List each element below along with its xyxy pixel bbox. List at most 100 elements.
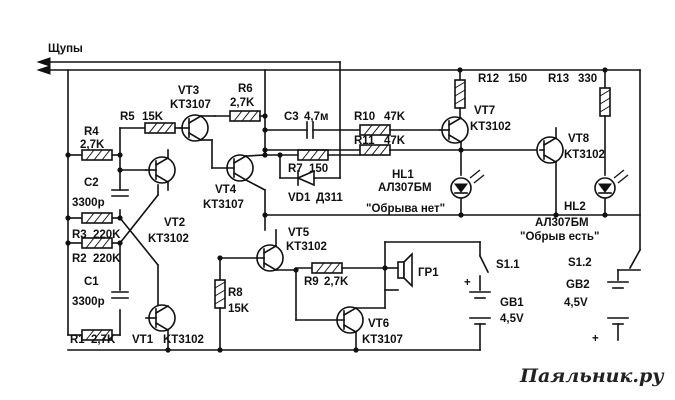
c3-ref: C3 (284, 111, 299, 123)
cross-coupling (118, 184, 160, 321)
r8-value: 15K (228, 303, 250, 315)
vt5-type: KT3102 (286, 241, 327, 253)
vd1-ref: VD1 (288, 192, 311, 204)
vt6-type: KT3107 (362, 334, 403, 346)
resistor-r10 (359, 124, 441, 136)
vt2-ref: VT2 (164, 217, 185, 229)
r9-ref: R9 (304, 276, 319, 288)
junction-dots (65, 67, 608, 353)
vt6-ref: VT6 (368, 318, 389, 330)
speaker-label: ГР1 (418, 267, 439, 279)
vt5-ref: VT5 (288, 227, 310, 239)
s11-label: S1.1 (496, 259, 520, 271)
gb2-plus-sign: + (592, 333, 599, 345)
capacitor-c1 (111, 291, 129, 299)
r3-ref: R3 (72, 229, 87, 241)
vt1-type: KT3102 (163, 334, 204, 346)
r5-value: 15K (142, 111, 164, 123)
transistor-vt8 (536, 127, 564, 216)
r7-ref: R7 (288, 163, 303, 175)
hl1-caption: "Обрыва нет" (366, 203, 445, 215)
c1-ref: C1 (84, 276, 99, 288)
vt2-type: KT3102 (148, 233, 189, 245)
r7-value: 150 (309, 163, 328, 175)
transistor-vt2 (119, 149, 176, 191)
gb1-ref: GB1 (500, 297, 524, 309)
r10-ref: R10 (354, 111, 375, 123)
r12-value: 150 (508, 73, 527, 85)
r2-ref: R2 (72, 253, 87, 265)
vt4-ref: VT4 (215, 184, 237, 196)
resistor-r6 (214, 69, 266, 156)
r13-value: 330 (578, 73, 597, 85)
led-hl2 (594, 169, 629, 216)
capacitor-c2 (111, 189, 129, 197)
switch-s12 (617, 69, 642, 281)
vt3-type: KT3107 (170, 99, 211, 111)
hl1-type: АЛ307БМ (378, 182, 432, 194)
gb1-plus-sign: + (464, 277, 471, 289)
diode-vd1 (279, 61, 341, 187)
gb1-voltage: 4,5V (500, 313, 524, 325)
resistor-r1 (81, 329, 113, 341)
r6-ref: R6 (238, 83, 253, 95)
c3-value: 4,7м (304, 111, 329, 123)
vt8-ref: VT8 (568, 133, 590, 145)
s12-label: S1.2 (568, 257, 592, 269)
vt3-ref: VT3 (178, 85, 199, 97)
r1-value: 2,7K (91, 334, 116, 346)
c2-value: 3300p (72, 197, 105, 209)
hl2-caption: "Обрыв есть" (520, 231, 599, 243)
probes-label: Щупы (48, 43, 83, 55)
speaker-gr1 (384, 241, 481, 309)
gb2-voltage: 4,5V (564, 297, 588, 309)
r4-ref: R4 (84, 126, 99, 138)
watermark: Паяльник.ру (519, 365, 665, 387)
resistor-r11 (264, 144, 541, 156)
r6-value: 2,7K (230, 97, 255, 109)
c2-ref: C2 (84, 177, 99, 189)
resistor-r4 (81, 149, 113, 161)
r13-ref: R13 (548, 73, 569, 85)
resistor-r3 (81, 212, 113, 224)
resistor-r12 (454, 69, 466, 119)
battery-gb1 (469, 291, 491, 351)
vd1-type: Д311 (316, 192, 343, 204)
transistor-vt1 (145, 304, 176, 351)
c1-value: 3300p (72, 296, 105, 308)
r2-value: 220K (93, 253, 121, 265)
transistor-vt4 (211, 154, 267, 231)
transistor-vt7 (439, 116, 469, 176)
r11-value: 47K (384, 135, 406, 147)
r11-ref: R11 (354, 135, 375, 147)
vt4-type: KT3107 (203, 199, 244, 211)
transistor-vt6 (295, 269, 386, 351)
hl2-ref: HL2 (564, 201, 586, 213)
battery-gb2 (607, 281, 629, 341)
resistor-r13 (599, 69, 611, 176)
r10-value: 47K (384, 111, 406, 123)
resistor-r2 (81, 237, 113, 249)
transistor-vt3 (179, 114, 216, 169)
hl2-type: АЛ307БМ (535, 217, 589, 229)
switch-s11 (478, 241, 490, 291)
transistor-vt5 (219, 229, 297, 272)
r8-ref: R8 (228, 287, 243, 299)
r4-value: 2,7K (80, 139, 105, 151)
hl1-ref: HL1 (392, 169, 414, 181)
r12-ref: R12 (478, 73, 499, 85)
vt1-ref: VT1 (132, 334, 154, 346)
vt7-ref: VT7 (474, 105, 495, 117)
resistor-r9 (295, 262, 386, 274)
capacitor-c3 (264, 121, 361, 139)
vt8-type: KT3102 (564, 149, 605, 161)
probe-leads (36, 57, 641, 75)
r3-value: 220K (93, 229, 121, 241)
resistor-r5 (119, 122, 181, 156)
r5-ref: R5 (120, 111, 135, 123)
r9-value: 2,7K (324, 276, 349, 288)
vt7-type: KT3102 (470, 121, 511, 133)
led-hl1 (450, 169, 485, 216)
gb2-ref: GB2 (566, 279, 590, 291)
